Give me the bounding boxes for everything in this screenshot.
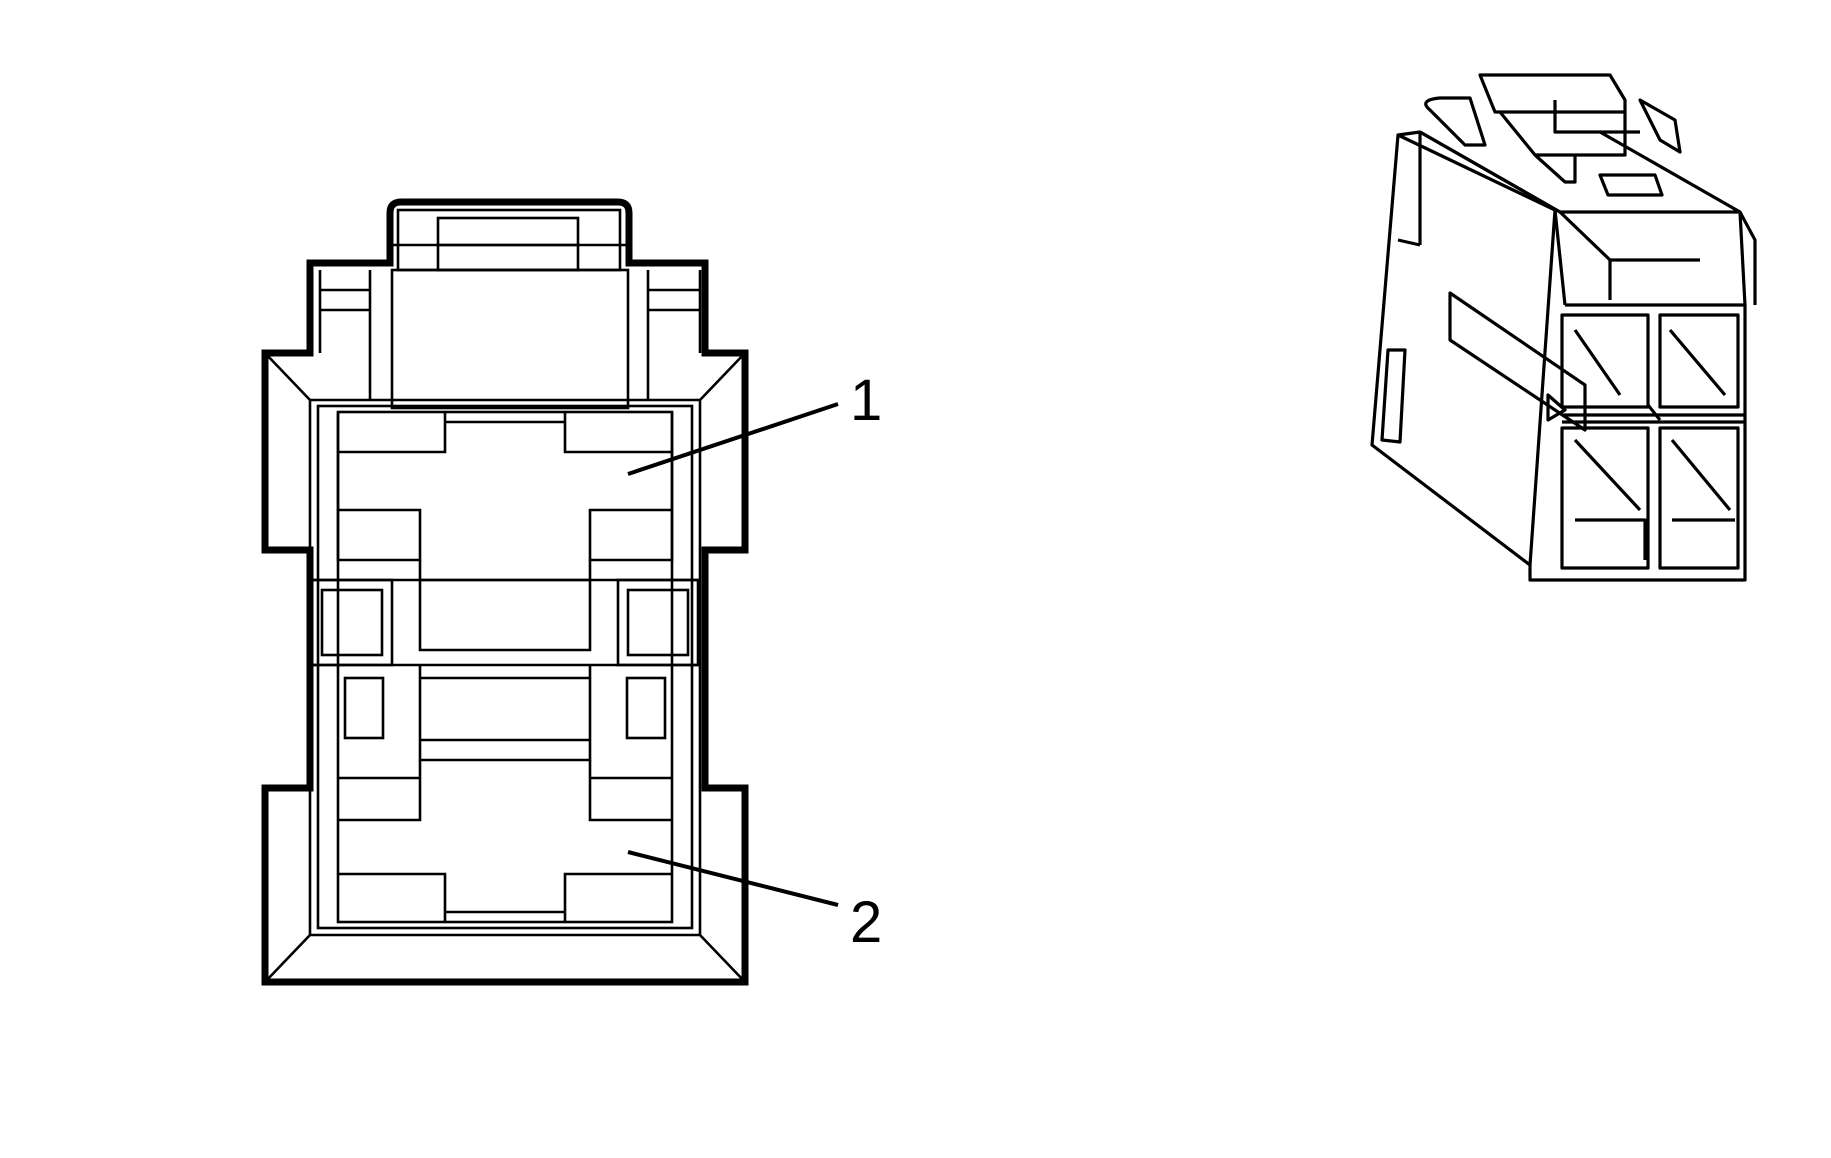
callout-label-1: 1 bbox=[850, 368, 882, 433]
side-lock-windows bbox=[310, 578, 700, 740]
iso-top-surface bbox=[1419, 130, 1742, 214]
connector-outline bbox=[261, 198, 749, 986]
connector-isometric-view bbox=[1370, 73, 1757, 582]
leader-line-2 bbox=[627, 850, 839, 907]
iso-front-face bbox=[1528, 303, 1747, 582]
terminal-cavity-1 bbox=[336, 412, 674, 652]
iso-latch bbox=[1424, 73, 1700, 300]
terminal-cavity-2 bbox=[338, 760, 672, 922]
iso-front-cavities bbox=[1546, 313, 1745, 570]
center-web bbox=[418, 665, 592, 762]
iso-side-slot bbox=[1448, 291, 1587, 432]
callout-label-2: 2 bbox=[850, 890, 882, 955]
latch-tab bbox=[318, 208, 702, 410]
connector-front-view: 1 2 bbox=[261, 198, 882, 986]
leader-line-1 bbox=[627, 402, 839, 476]
